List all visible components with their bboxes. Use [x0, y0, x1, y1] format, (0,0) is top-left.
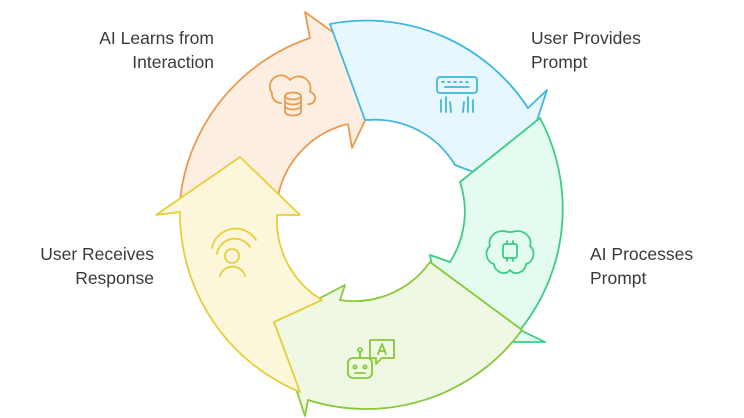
segment-ai-generates: [273, 261, 523, 417]
label-line: Prompt: [531, 52, 588, 72]
label-line: User Provides: [531, 28, 641, 48]
label-line: Response: [75, 268, 154, 288]
segment-user-provides: [329, 19, 548, 189]
arrow-ai-generates: [273, 261, 523, 417]
label-ai-processes-prompt: AI Processes Prompt: [590, 242, 693, 290]
arrow-user-provides: [329, 19, 548, 189]
label-line: Prompt: [590, 268, 647, 288]
label-line: AI Learns from: [99, 28, 214, 48]
segment-user-receives: [155, 156, 323, 393]
keyboard-typing-icon: [436, 76, 478, 113]
label-line: AI Processes: [590, 244, 694, 264]
label-ai-learns-from-interaction: AI Learns from Interaction: [99, 26, 214, 74]
label-line: Interaction: [132, 52, 214, 72]
cloud-database-icon: [269, 74, 316, 117]
label-line: User Receives: [40, 244, 154, 264]
arrow-user-receives: [155, 156, 323, 393]
brain-chip-icon: [485, 230, 535, 275]
label-user-provides-prompt: User Provides Prompt: [531, 26, 641, 74]
robot-chat-icon: [347, 339, 395, 379]
reading-person-icon: [211, 227, 257, 277]
segment-ai-learns: [179, 11, 389, 201]
arrow-ai-learns: [179, 11, 389, 201]
label-user-receives-response: User Receives Response: [40, 242, 154, 290]
